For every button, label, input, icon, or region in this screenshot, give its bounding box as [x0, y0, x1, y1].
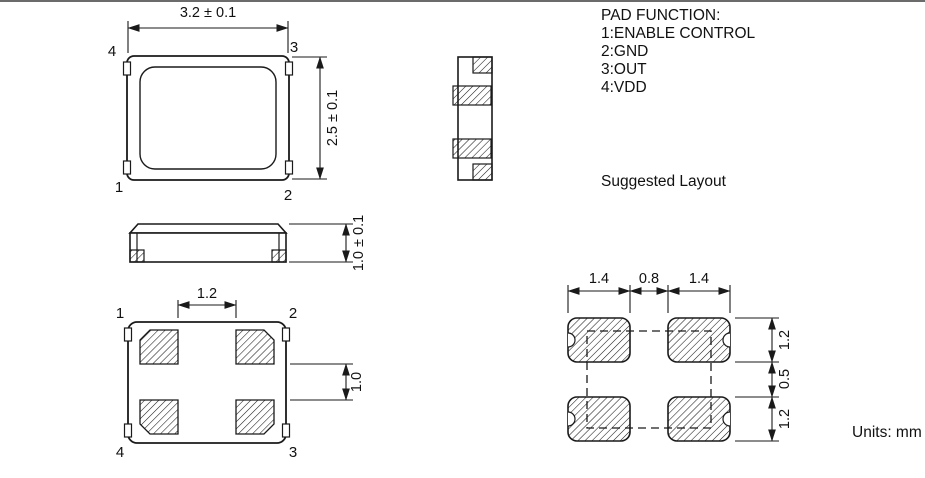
hatch-pad: [129, 249, 145, 263]
castellation-tab: [123, 327, 133, 342]
castellation-tab: [122, 160, 132, 175]
suggested-layout-label: Suggested Layout: [601, 173, 727, 190]
units-label: Units: mm: [852, 424, 922, 441]
dimension-text-pad-width-right: 1.4: [689, 271, 709, 287]
castellation-tab: [281, 423, 291, 438]
pin-label: 1: [115, 179, 123, 196]
side-view-vertical: [452, 56, 493, 181]
hatch-pad: [472, 163, 493, 181]
layout-pad: [567, 317, 631, 363]
pin-label: 1: [116, 305, 124, 322]
hatch-pad: [452, 85, 492, 106]
pin-label: 4: [108, 43, 116, 60]
bottom-view: 1 2 4 3 1.2 1.0: [116, 286, 365, 461]
castellation-notch: [722, 332, 731, 348]
dimension-text-width: 3.2 ± 0.1: [180, 5, 236, 21]
layout-pad: [667, 396, 731, 442]
dimension-layout-right: [735, 317, 779, 442]
dimension-layout-top: [567, 285, 731, 313]
pin-label: 2: [284, 187, 292, 204]
side-view-body: [457, 56, 493, 181]
pad-function-item: 1:ENABLE CONTROL: [601, 25, 756, 42]
hatch-pad: [271, 249, 287, 263]
dimension-text-pad-height-bottom: 1.2: [777, 409, 793, 429]
pin-label: 2: [289, 305, 297, 322]
dimension-thickness: [289, 223, 353, 263]
castellation-tab: [284, 160, 294, 175]
dimension-pad-gap-horizontal: [177, 300, 237, 318]
layout-pad: [567, 396, 631, 442]
solder-pad-1: [139, 329, 179, 365]
castellation-tab: [123, 423, 133, 438]
dimension-text-pad-gap-vertical: 1.0: [349, 372, 365, 392]
package-lid: [128, 223, 288, 234]
dimension-text-pad-gap-horizontal: 1.2: [197, 286, 217, 302]
pad-function-item: 4:VDD: [601, 79, 647, 96]
dimension-text-height: 2.5 ± 0.1: [325, 90, 341, 146]
solder-pad-3: [235, 399, 275, 435]
dimension-width: [127, 21, 289, 53]
dimension-text-pad-height-top: 1.2: [777, 330, 793, 350]
top-view-package-outline: [126, 55, 290, 181]
hatch-pad: [452, 138, 492, 159]
pad-function-item: 2:GND: [601, 43, 648, 60]
dimension-text-pad-width-left: 1.4: [589, 271, 609, 287]
package-body: [129, 232, 287, 263]
dimension-pad-gap-vertical: [290, 363, 353, 401]
castellation-notch: [567, 411, 576, 427]
pin-label: 3: [290, 39, 298, 56]
package-outline-dashed: [586, 330, 712, 429]
solder-pad-4: [139, 399, 179, 435]
castellation-tab: [122, 61, 132, 76]
dimension-text-pad-gap-vertical: 0.5: [777, 369, 793, 389]
pad-function-title: PAD FUNCTION:: [601, 7, 720, 24]
pad-function-item: 3:OUT: [601, 61, 647, 78]
dimension-text-thickness: 1.0 ± 0.1: [351, 215, 367, 271]
dimension-text-pad-gap-horizontal: 0.8: [639, 271, 659, 287]
layout-pad: [667, 317, 731, 363]
castellation-tab: [281, 327, 291, 342]
top-view-lid-outline: [139, 66, 277, 170]
pad-function-block: PAD FUNCTION: 1:ENABLE CONTROL 2:GND 3:O…: [601, 7, 756, 96]
suggested-layout-view: 1.4 0.8 1.4 1.2 0.5 1.2: [567, 271, 793, 442]
top-view: 4 3 1 2 3.2 ± 0.1 2.5 ± 0.1: [108, 5, 341, 204]
castellation-notch: [567, 332, 576, 348]
castellation-notch: [722, 411, 731, 427]
pin-label: 4: [116, 444, 124, 461]
hatch-pad: [472, 56, 493, 74]
pin-label: 3: [289, 444, 297, 461]
castellation-tab: [284, 61, 294, 76]
dimension-height: [292, 56, 327, 180]
solder-pad-2: [235, 329, 275, 365]
side-view-profile: 1.0 ± 0.1: [128, 215, 367, 271]
